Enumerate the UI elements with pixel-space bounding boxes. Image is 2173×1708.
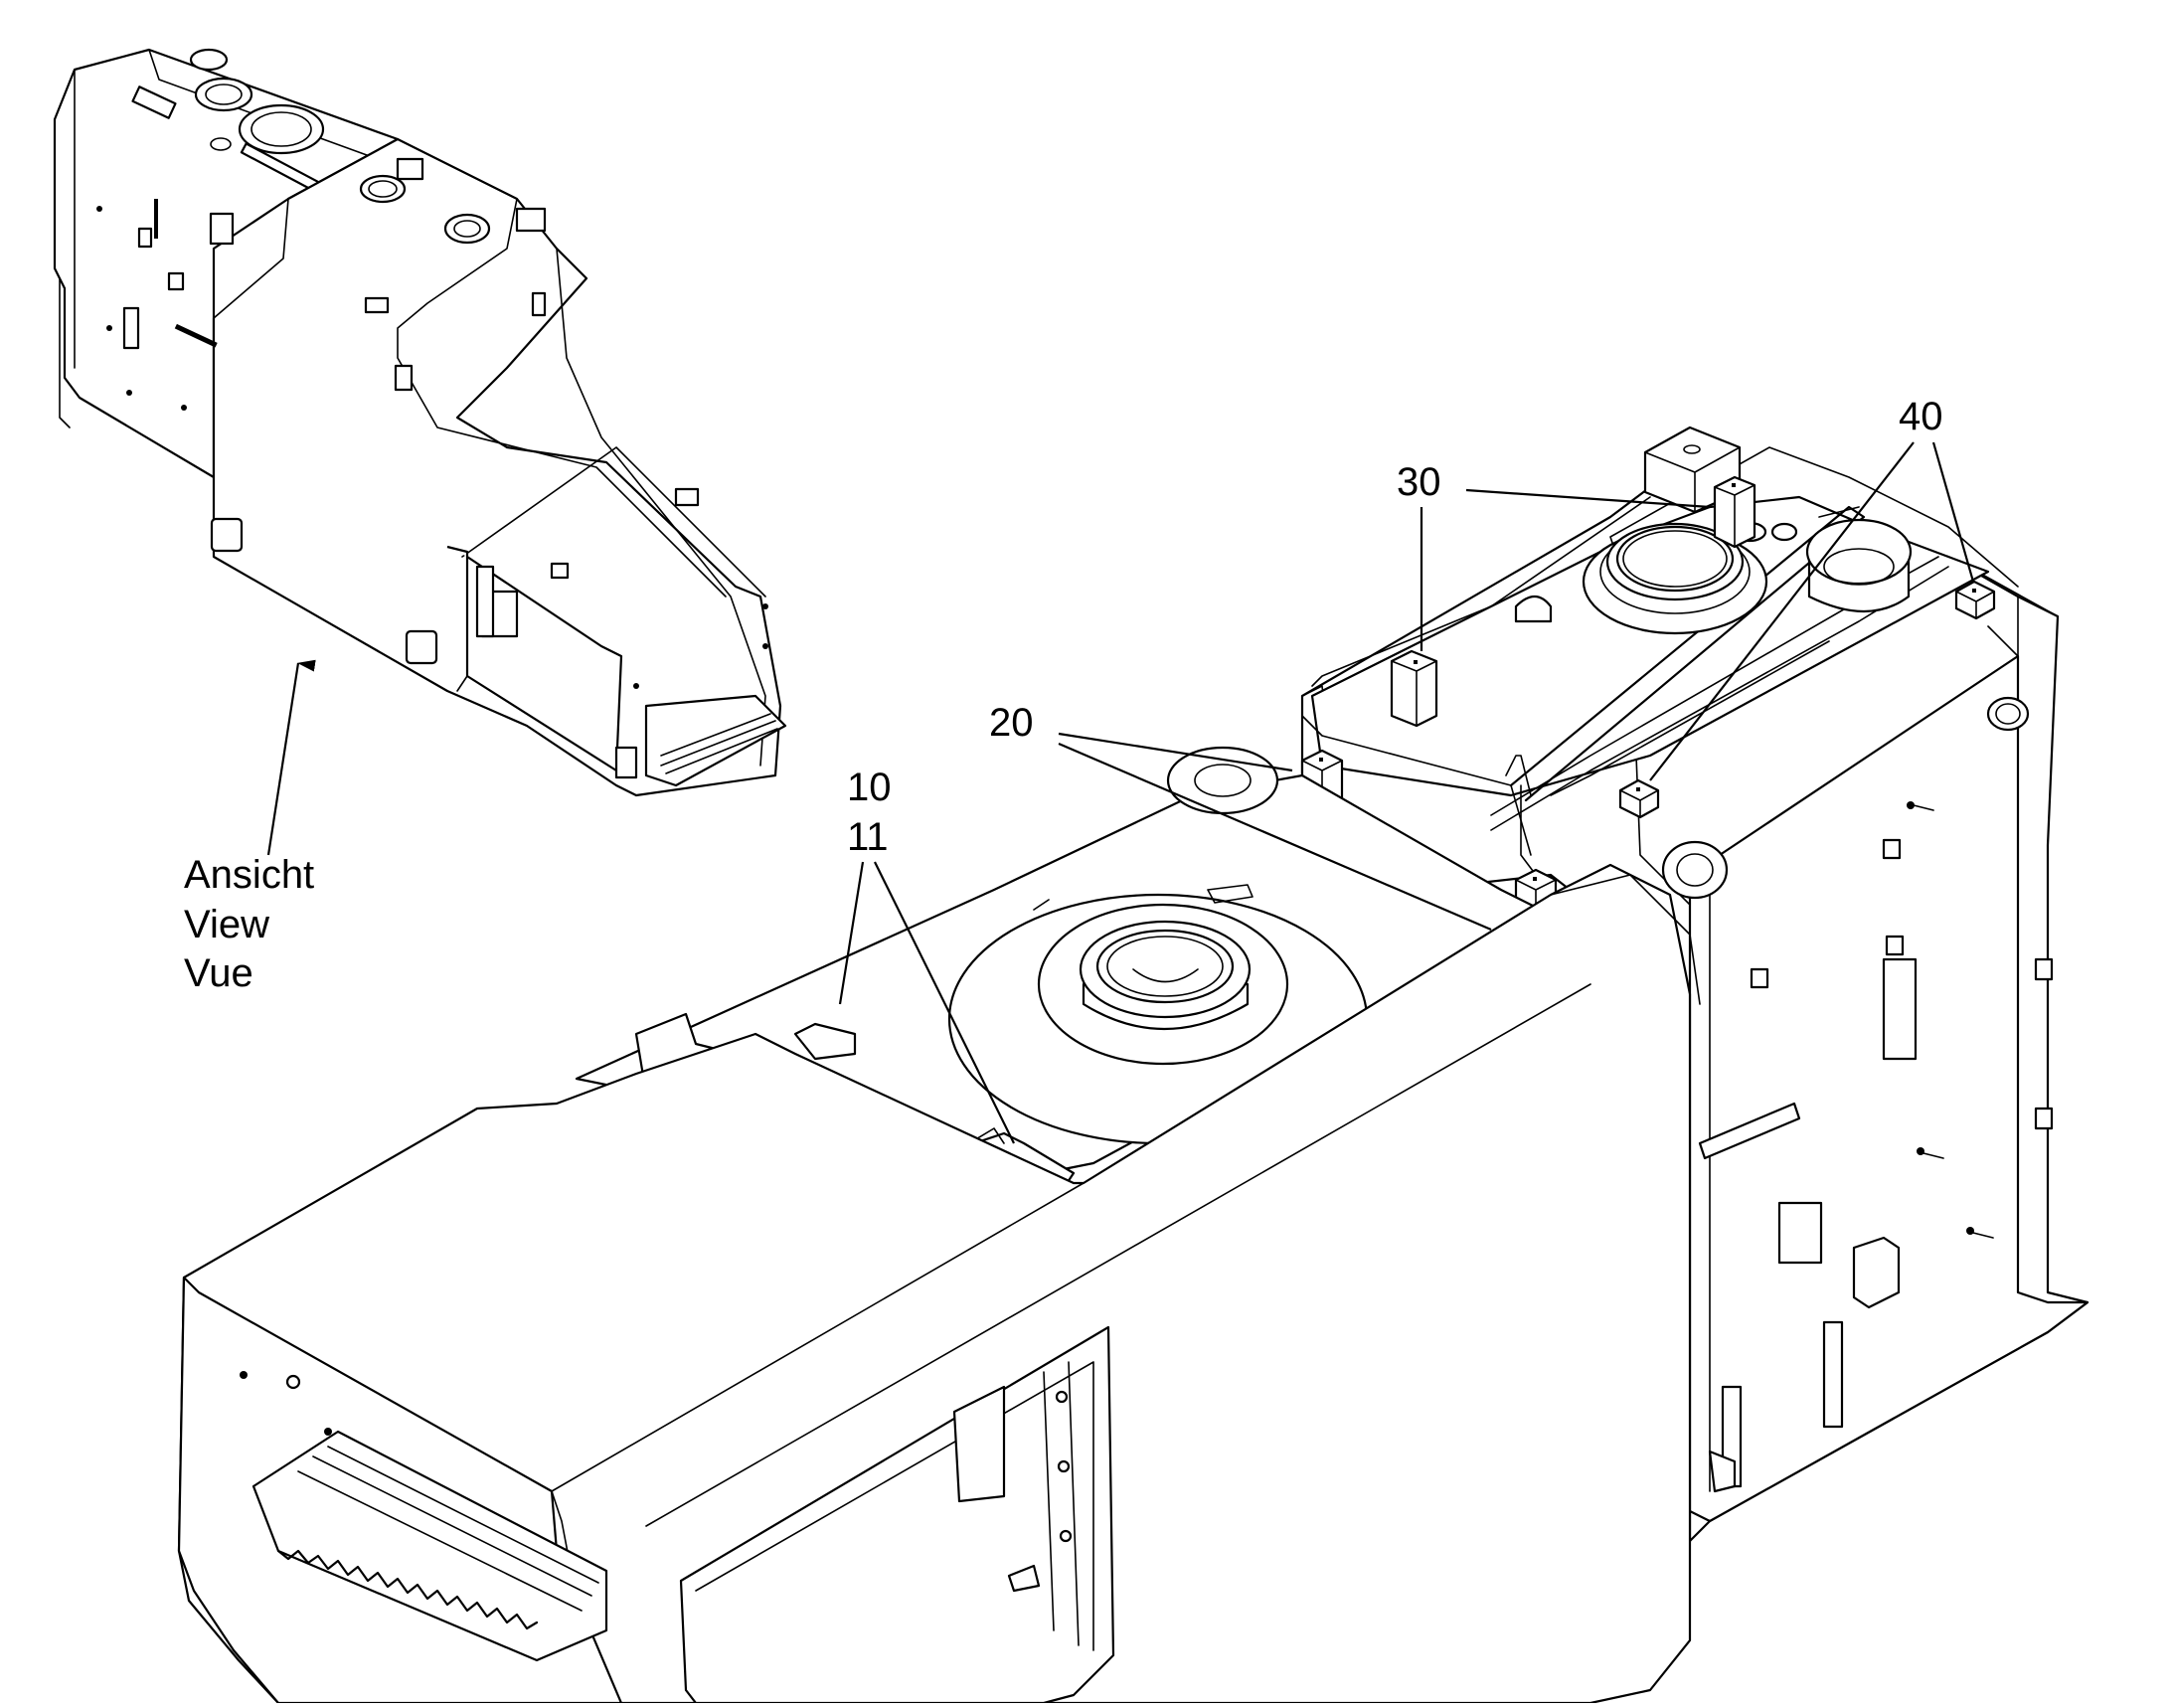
callouts: 10 11 20 30 40 (838, 395, 1975, 1144)
view-label-fr: Vue (184, 951, 253, 995)
part-40-pad-a (1618, 778, 1660, 819)
leader-11 (874, 861, 1015, 1144)
view-arrow (266, 659, 316, 856)
callout-11: 11 (847, 815, 889, 859)
part-30-block-a (1390, 649, 1438, 728)
part-40-pad-b (1954, 580, 1996, 620)
callout-10: 10 (847, 766, 892, 809)
side-plate-1 (1882, 957, 1918, 1061)
view-label-de: Ansicht (184, 853, 314, 897)
view-indicator: Ansicht View Vue (184, 659, 316, 995)
leader-30b (1465, 488, 1711, 509)
side-boss (1661, 840, 1729, 900)
overview-view (53, 48, 787, 797)
top-port-2 (1805, 518, 1913, 612)
callout-20: 20 (989, 701, 1034, 745)
leader-10 (838, 861, 865, 1005)
front-opening (679, 1325, 1115, 1705)
callout-30: 30 (1397, 460, 1441, 504)
overview-step (644, 694, 787, 787)
small-dome (1166, 746, 1279, 815)
part-30-block-b (1713, 475, 1756, 549)
leader-20b (1058, 742, 1492, 932)
view-label-en: View (184, 903, 269, 946)
top-port-flange (1582, 522, 1768, 635)
leader-20a (1058, 732, 1293, 772)
right-side-panel (1688, 654, 2089, 1523)
callout-40: 40 (1899, 395, 1943, 438)
leader-40a (1649, 441, 1915, 781)
overview-front-shell (212, 137, 782, 797)
overview-port-1 (194, 77, 253, 112)
main-view (177, 426, 2089, 1705)
front-step (251, 1430, 608, 1662)
leader-40b (1931, 441, 1975, 583)
